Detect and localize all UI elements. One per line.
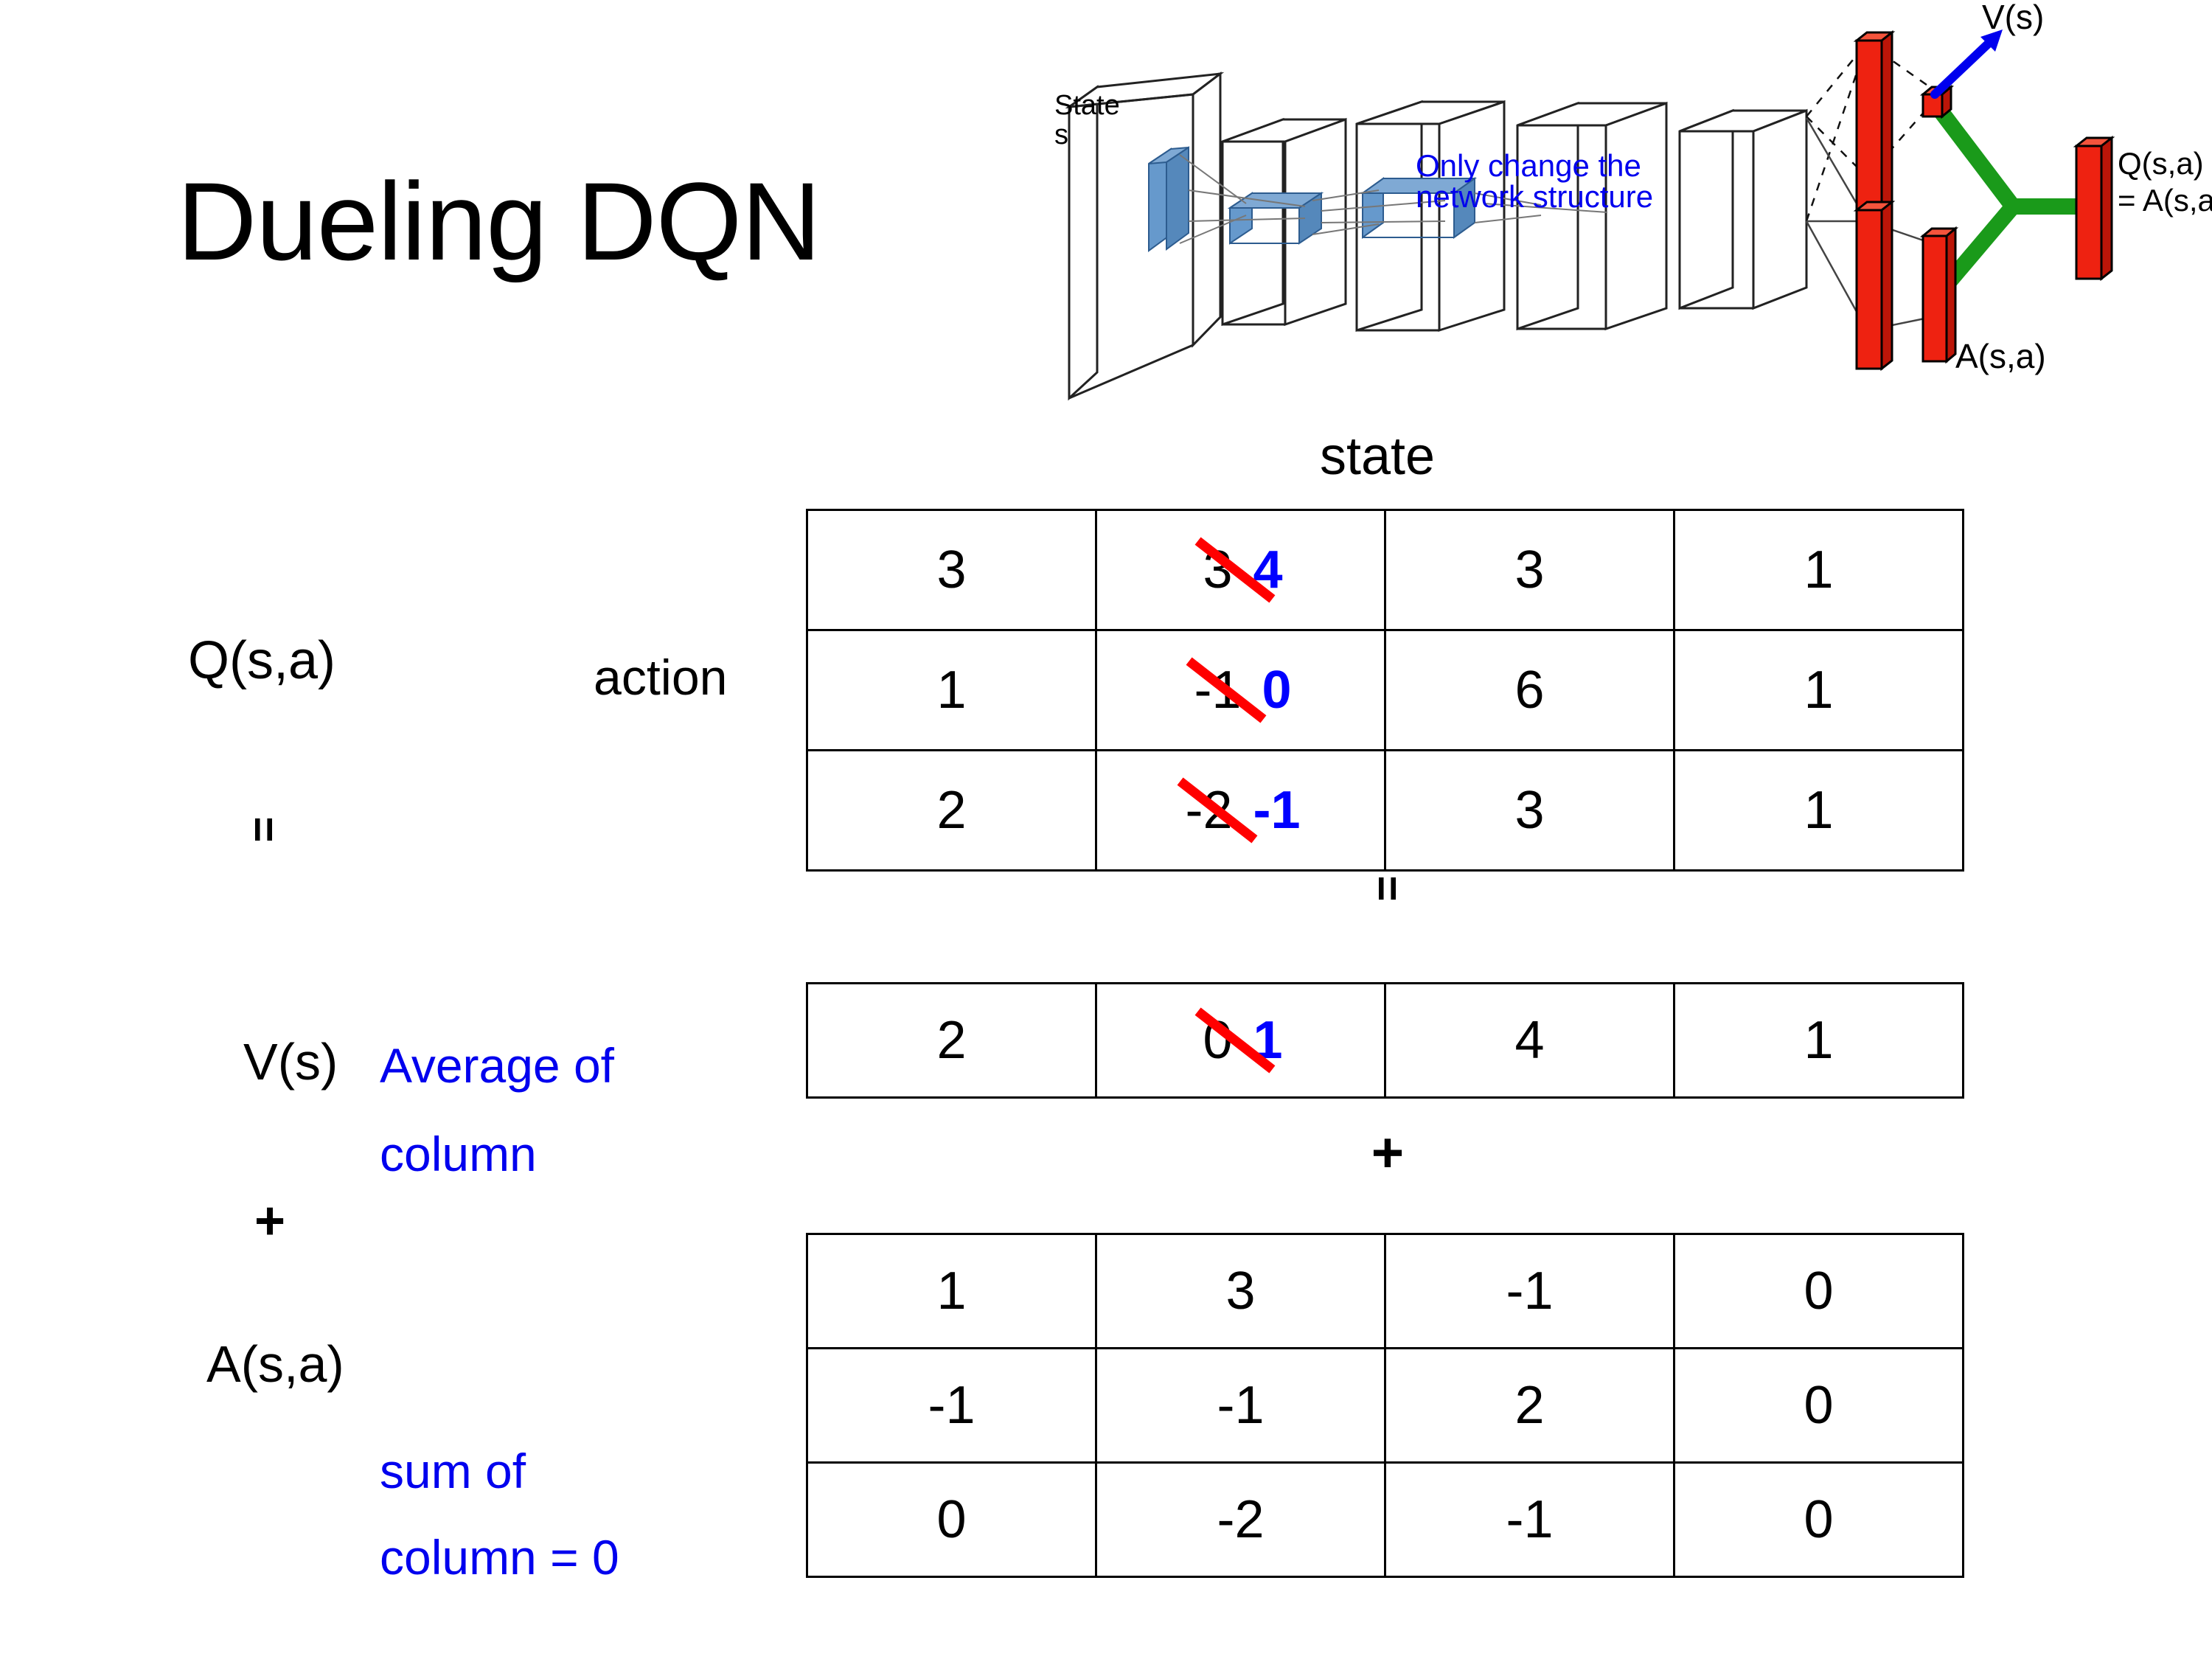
v-cell-c1: 0 1: [1095, 982, 1386, 1099]
q-function-label: Q(s,a): [188, 631, 336, 690]
state-header-label: state: [1320, 427, 1436, 486]
a-cell-r2c3: 0: [1673, 1461, 1964, 1578]
equals-sign-between-q-and-v: =: [1363, 875, 1413, 902]
plus-sign-between-v-and-a: +: [1371, 1121, 1405, 1184]
q-cell-r0c1: 3 4: [1095, 509, 1386, 631]
diagram-value-label: V(s): [1982, 0, 2045, 36]
table-row: 1 3 -1 0: [806, 1233, 1964, 1349]
updated-value: 0: [1262, 661, 1292, 720]
v-value-table: 2 0 1 4 1: [806, 982, 1964, 1099]
a-cell-r1c2: 2: [1384, 1347, 1675, 1464]
q-cell-r2c2: 3: [1384, 749, 1675, 872]
equals-sign-left-q: =: [239, 816, 289, 843]
a-cell-r0c2: -1: [1384, 1233, 1675, 1349]
a-value-table: 1 3 -1 0 -1 -1 2 0 0 -2 -1 0: [806, 1233, 1964, 1578]
struck-value: 3: [1195, 537, 1276, 603]
struck-value: -1: [1186, 657, 1267, 723]
average-of-column-note-line1: Average of: [380, 1038, 615, 1093]
diagram-input-label-s: s: [1054, 119, 1068, 150]
q-cell-r0c3: 1: [1673, 509, 1964, 631]
diagram-note-line1: Only change the: [1416, 148, 1641, 183]
action-header-label: action: [594, 650, 728, 706]
q-cell-r2c0: 2: [806, 749, 1097, 872]
diagram-input-label-state: State: [1054, 90, 1120, 121]
page-title: Dueling DQN: [177, 159, 821, 283]
q-cell-r0c0: 3: [806, 509, 1097, 631]
q-cell-r2c1: -2 -1: [1095, 749, 1386, 872]
v-cell-c2: 4: [1384, 982, 1675, 1099]
table-row: 0 -2 -1 0: [806, 1461, 1964, 1578]
a-cell-r2c0: 0: [806, 1461, 1097, 1578]
q-cell-r1c3: 1: [1673, 629, 1964, 751]
q-value-table: 3 3 4 3 1 1 -1 0 6: [806, 509, 1964, 872]
diagram-output-label-sum: = A(s,a)+V(s): [2118, 183, 2212, 218]
a-cell-r1c0: -1: [806, 1347, 1097, 1464]
a-cell-r1c1: -1: [1095, 1347, 1386, 1464]
q-cell-r1c0: 1: [806, 629, 1097, 751]
q-table-body: 3 3 4 3 1 1 -1 0 6: [806, 509, 1964, 872]
q-cell-r2c3: 1: [1673, 749, 1964, 872]
dueling-network-diagram: State s Only change the network structur…: [1054, 0, 2212, 420]
q-cell-r0c2: 3: [1384, 509, 1675, 631]
a-table-body: 1 3 -1 0 -1 -1 2 0 0 -2 -1 0: [806, 1233, 1964, 1578]
diagram-advantage-label: A(s,a): [1955, 337, 2046, 375]
updated-value: -1: [1253, 781, 1301, 840]
a-cell-r0c0: 1: [806, 1233, 1097, 1349]
sum-of-column-note-line2: column = 0: [380, 1530, 619, 1585]
struck-value: -2: [1178, 777, 1258, 844]
table-row: 3 3 4 3 1: [806, 509, 1964, 631]
diagram-note-line2: network structure: [1416, 179, 1654, 214]
v-function-label: V(s): [243, 1033, 338, 1091]
updated-value: 4: [1253, 540, 1283, 599]
a-cell-r0c3: 0: [1673, 1233, 1964, 1349]
v-cell-c3: 1: [1673, 982, 1964, 1099]
struck-value: 0: [1195, 1007, 1276, 1074]
table-row: 2 0 1 4 1: [806, 982, 1964, 1099]
a-cell-r1c3: 0: [1673, 1347, 1964, 1464]
a-cell-r2c1: -2: [1095, 1461, 1386, 1578]
v-cell-c0: 2: [806, 982, 1097, 1099]
updated-value: 1: [1253, 1011, 1283, 1070]
diagram-output-label-q: Q(s,a): [2118, 146, 2204, 181]
table-row: -1 -1 2 0: [806, 1347, 1964, 1464]
table-row: 2 -2 -1 3 1: [806, 749, 1964, 872]
a-cell-r0c1: 3: [1095, 1233, 1386, 1349]
q-cell-r1c2: 6: [1384, 629, 1675, 751]
a-cell-r2c2: -1: [1384, 1461, 1675, 1578]
v-table-body: 2 0 1 4 1: [806, 982, 1964, 1099]
average-of-column-note-line2: column: [380, 1127, 537, 1181]
a-function-label: A(s,a): [206, 1335, 344, 1393]
network-diagram-svg: [1065, 29, 2115, 401]
table-row: 1 -1 0 6 1: [806, 629, 1964, 751]
sum-of-column-note-line1: sum of: [380, 1444, 526, 1498]
q-cell-r1c1: -1 0: [1095, 629, 1386, 751]
plus-sign-left: +: [254, 1192, 286, 1251]
